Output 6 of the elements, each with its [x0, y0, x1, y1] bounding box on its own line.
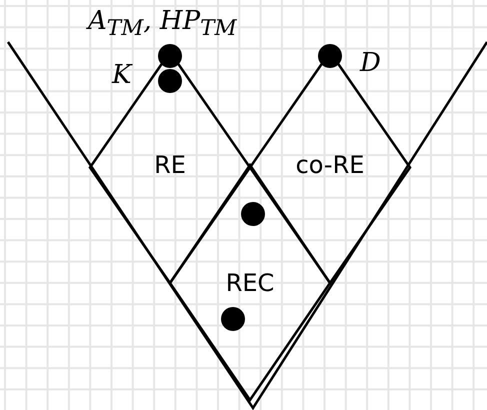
- region-label: co-RE: [296, 151, 364, 180]
- point-label: D: [360, 48, 381, 78]
- region-label: RE: [154, 151, 186, 180]
- region-label: REC: [226, 269, 274, 297]
- point-label: A$_{TM}$, HP$_{TM}$: [88, 6, 237, 42]
- point-label: K: [112, 60, 132, 90]
